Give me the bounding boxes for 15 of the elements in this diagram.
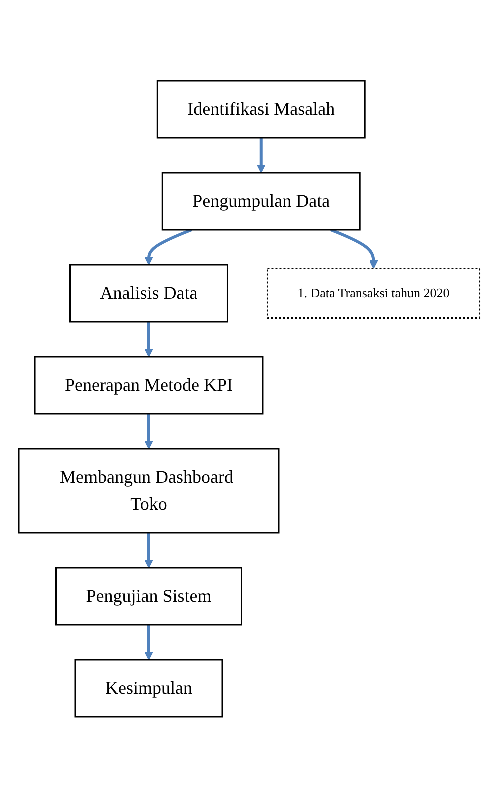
arrow	[144, 228, 192, 265]
node-box: Penerapan Metode KPI	[34, 356, 264, 414]
arrow	[144, 414, 153, 449]
node-box: Kesimpulan	[74, 658, 223, 718]
node-box: Identifikasi Masalah	[156, 80, 366, 138]
node-box: Pengujian Sistem	[55, 566, 242, 626]
node-box: 1. Data Transaksi tahun 2020	[266, 268, 480, 318]
arrow	[144, 322, 153, 357]
arrow	[144, 624, 153, 660]
node-box: Membangun Dashboard Toko	[18, 448, 280, 534]
node-box: Analisis Data	[69, 264, 228, 322]
arrow	[144, 532, 153, 568]
arrow	[330, 228, 378, 269]
arrow	[256, 138, 266, 173]
node-box: Pengumpulan Data	[162, 172, 360, 230]
